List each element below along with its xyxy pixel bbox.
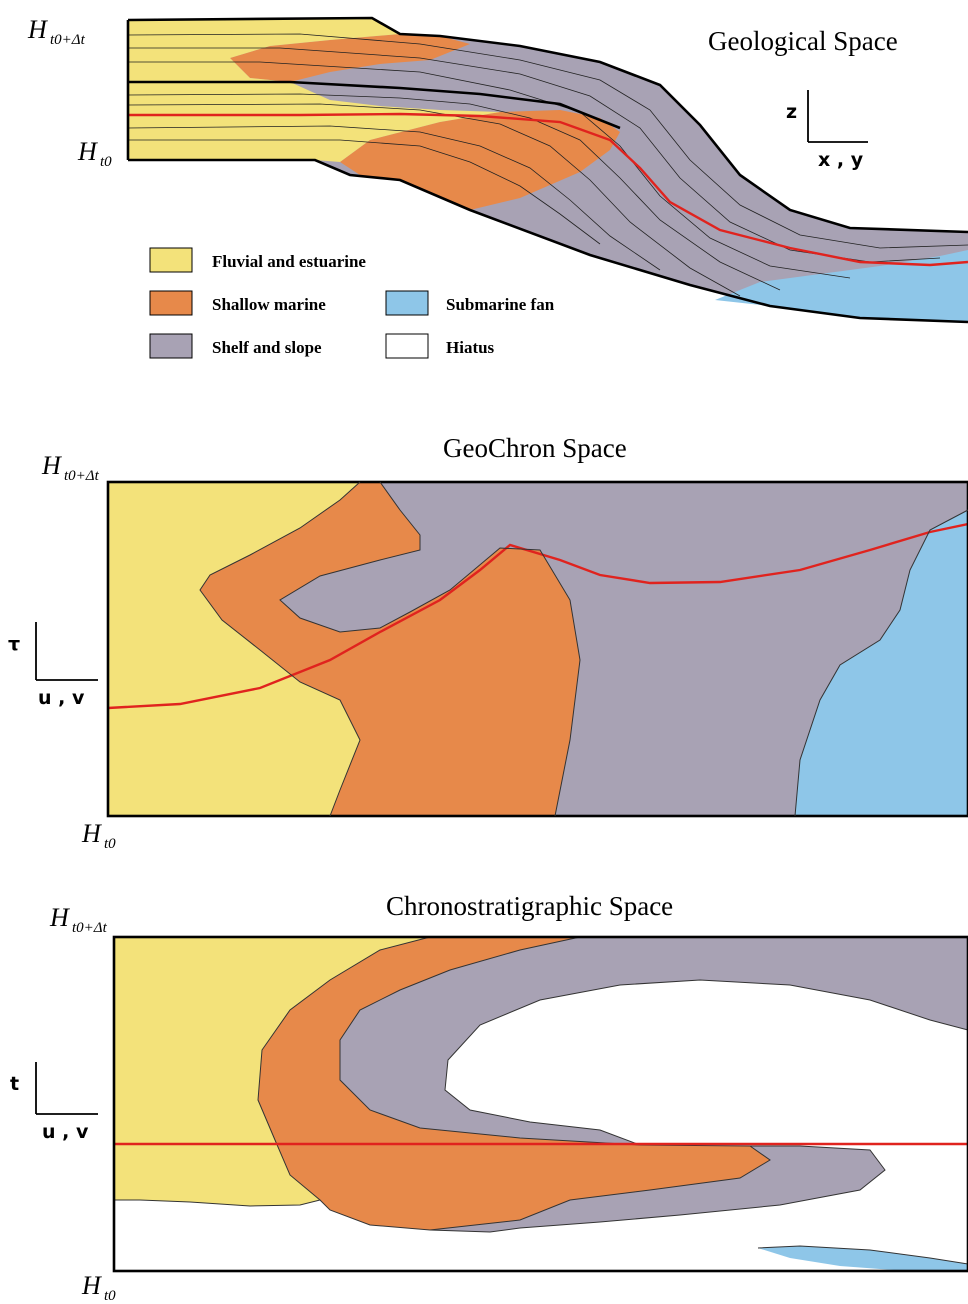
svg-text:t0+Δt: t0+Δt [64,468,100,484]
gc-fluvial-region [108,482,360,816]
legend: Fluvial and estuarine Shallow marine She… [149,247,555,359]
geo-shallow-marine-lower [340,110,620,210]
geological-panel: Geological Space z x , y H t0+Δt H t0 Fl… [27,15,968,359]
geo-shallow-marine-upper [230,34,470,82]
geo-fluvial-upper [128,18,400,82]
geochron-panel: GeoChron Space τ u , v H t0+Δt H t0 [8,433,968,852]
svg-text:t0: t0 [104,836,116,852]
cs-shelf-slope-region [340,937,968,1232]
geo-title: Geological Space [708,26,898,56]
geo-top-boundary [127,16,968,234]
svg-text:H: H [49,903,70,932]
legend-swatch-fluvial [149,247,193,273]
svg-text:H: H [27,15,48,44]
gc-axis-h-label: u , v [38,687,85,709]
geo-thick-horizon [128,80,621,130]
legend-swatch-shelf [149,333,193,359]
legend-swatch-fan [385,290,429,316]
cs-axis-indicator: t u , v [10,1062,98,1143]
geo-axis-v-label: z [786,101,797,123]
cs-frame [112,935,968,1273]
cs-base-horizon-label: H t0 [81,1271,116,1304]
cs-axis-h-label: u , v [42,1121,89,1143]
cs-top-horizon-label: H t0+Δt [49,903,108,936]
geo-fluvial-lower [128,82,500,162]
svg-text:H: H [41,451,62,480]
geo-base-horizon-label: H t0 [77,137,112,170]
svg-text:H: H [81,819,102,848]
cs-fluvial-region [114,937,430,1206]
legend-swatch-hiatus [385,333,429,359]
gc-title: GeoChron Space [443,433,627,463]
geo-axis-h-label: x , y [818,149,864,171]
legend-label-shallow: Shallow marine [212,295,326,314]
legend-label-shelf: Shelf and slope [212,338,322,357]
svg-text:t0+Δt: t0+Δt [50,32,86,48]
cs-title: Chronostratigraphic Space [386,891,673,921]
legend-label-hiatus: Hiatus [446,338,495,357]
legend-label-fluvial: Fluvial and estuarine [212,252,366,271]
cs-axis-v-label: t [10,1073,19,1095]
cs-shallow-marine-region [258,937,770,1230]
gc-red-horizon [107,522,968,710]
cs-submarine-fan-region [758,1246,968,1272]
svg-text:t0: t0 [100,154,112,170]
svg-text:t0+Δt: t0+Δt [72,920,108,936]
gc-base-horizon-label: H t0 [81,819,116,852]
gc-top-horizon-label: H t0+Δt [41,451,100,484]
geo-red-horizon [128,112,968,267]
legend-label-fan: Submarine fan [446,295,555,314]
geo-bottom-boundary [128,158,968,324]
gc-axis-indicator: τ u , v [8,622,98,709]
svg-text:H: H [81,1271,102,1300]
gc-frame [106,480,968,818]
svg-text:H: H [77,137,98,166]
legend-swatch-shallow [149,290,193,316]
chrono-panel: Chronostratigraphic Space t u , v H t0+Δ… [10,891,968,1304]
svg-text:t0: t0 [104,1288,116,1304]
geo-submarine-fan-region [715,250,968,322]
geo-axis-indicator: z x , y [786,90,868,171]
geo-top-horizon-label: H t0+Δt [27,15,86,48]
gc-axis-v-label: τ [8,633,20,655]
gc-submarine-fan-region [795,510,968,816]
